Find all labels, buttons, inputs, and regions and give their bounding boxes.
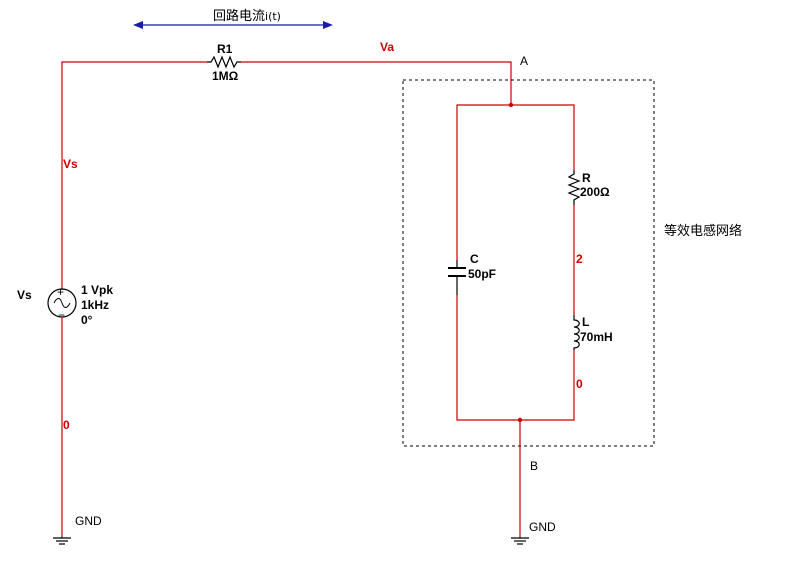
- r1-name: R1: [217, 42, 233, 56]
- gnd-left-label: GND: [75, 514, 102, 528]
- source-plus: +: [57, 285, 64, 299]
- node-2-label: 2: [576, 252, 583, 266]
- capacitor-value: 50pF: [468, 267, 496, 281]
- r1-value: 1MΩ: [212, 69, 239, 83]
- node-a-label: A: [520, 54, 528, 68]
- equivalent-network-box: [402, 79, 655, 447]
- node-b-label: B: [530, 459, 538, 473]
- inductor-name: L: [582, 315, 589, 329]
- node-va-label: Va: [380, 40, 394, 54]
- resistor-r1-symbol: [207, 55, 241, 69]
- node-0-right-label: 0: [576, 377, 583, 391]
- box-label: 等效电感网络: [664, 223, 742, 239]
- ground-right-symbol: [511, 536, 529, 545]
- current-arrow: [133, 21, 333, 29]
- inner-loop-wires: [456, 104, 575, 421]
- resistor-r-name: R: [582, 171, 591, 185]
- capacitor-c-symbol: [448, 260, 466, 295]
- source-name: Vs: [17, 288, 32, 302]
- source-minus: −: [58, 308, 65, 322]
- inductor-value: 70mH: [580, 330, 613, 344]
- source-frequency: 1kHz: [81, 298, 109, 312]
- capacitor-name: C: [470, 252, 479, 266]
- source-phase: 0°: [81, 313, 93, 327]
- current-label: 回路电流i(t): [213, 8, 281, 24]
- node-vs-label: Vs: [63, 157, 78, 171]
- gnd-right-label: GND: [529, 520, 556, 534]
- inductor-l-symbol: [573, 315, 580, 350]
- ground-left-symbol: [53, 536, 71, 545]
- junction-a: [508, 102, 514, 108]
- top-wire: [61, 61, 512, 290]
- source-amplitude: 1 Vpk: [81, 283, 113, 297]
- node-0-left-label: 0: [63, 418, 70, 432]
- resistor-r-value: 200Ω: [580, 185, 610, 199]
- resistor-r-symbol: [567, 170, 581, 205]
